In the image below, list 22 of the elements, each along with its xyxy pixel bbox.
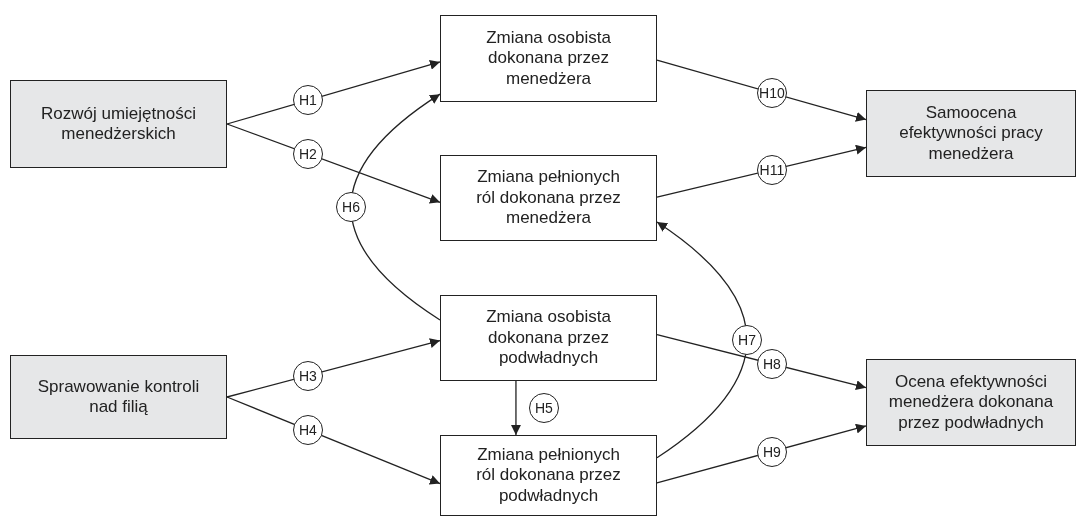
arrow <box>656 221 748 459</box>
hypothesis-label: H7 <box>732 324 762 355</box>
hypothesis-label: H11 <box>756 154 787 185</box>
variable-box: Zmiana pełnionych ról dokonana przez podwładnych <box>440 435 657 516</box>
variable-box-shaded: Samoocena efektywności pracy menedżera <box>866 90 1076 177</box>
hypothesis-label: H4 <box>292 414 323 445</box>
hypothesis-label: H8 <box>756 348 787 379</box>
variable-box-shaded: Ocena efektywności menedżera dokonana przez podwładnych <box>866 359 1076 446</box>
hypothesis-label: H5 <box>528 393 559 423</box>
arrow <box>350 93 441 321</box>
variable-box: Zmiana osobista dokonana przez podwładnych <box>440 295 657 381</box>
hypothesis-label: H1 <box>292 85 323 116</box>
hypothesis-label: H3 <box>292 360 323 391</box>
variable-box-shaded: Rozwój umiejętności menedżerskich <box>10 80 227 168</box>
hypothesis-label: H6 <box>336 192 366 223</box>
variable-box: Zmiana pełnionych ról dokonana przez menedżera <box>440 155 657 241</box>
hypothesis-label: H2 <box>292 138 323 169</box>
hypothesis-label: H9 <box>756 436 787 467</box>
variable-box: Zmiana osobista dokonana przez menedżera <box>440 15 657 102</box>
arrow <box>510 380 521 436</box>
variable-box-shaded: Sprawowanie kontroli nad filią <box>10 355 227 439</box>
hypothesis-label: H10 <box>756 77 787 108</box>
